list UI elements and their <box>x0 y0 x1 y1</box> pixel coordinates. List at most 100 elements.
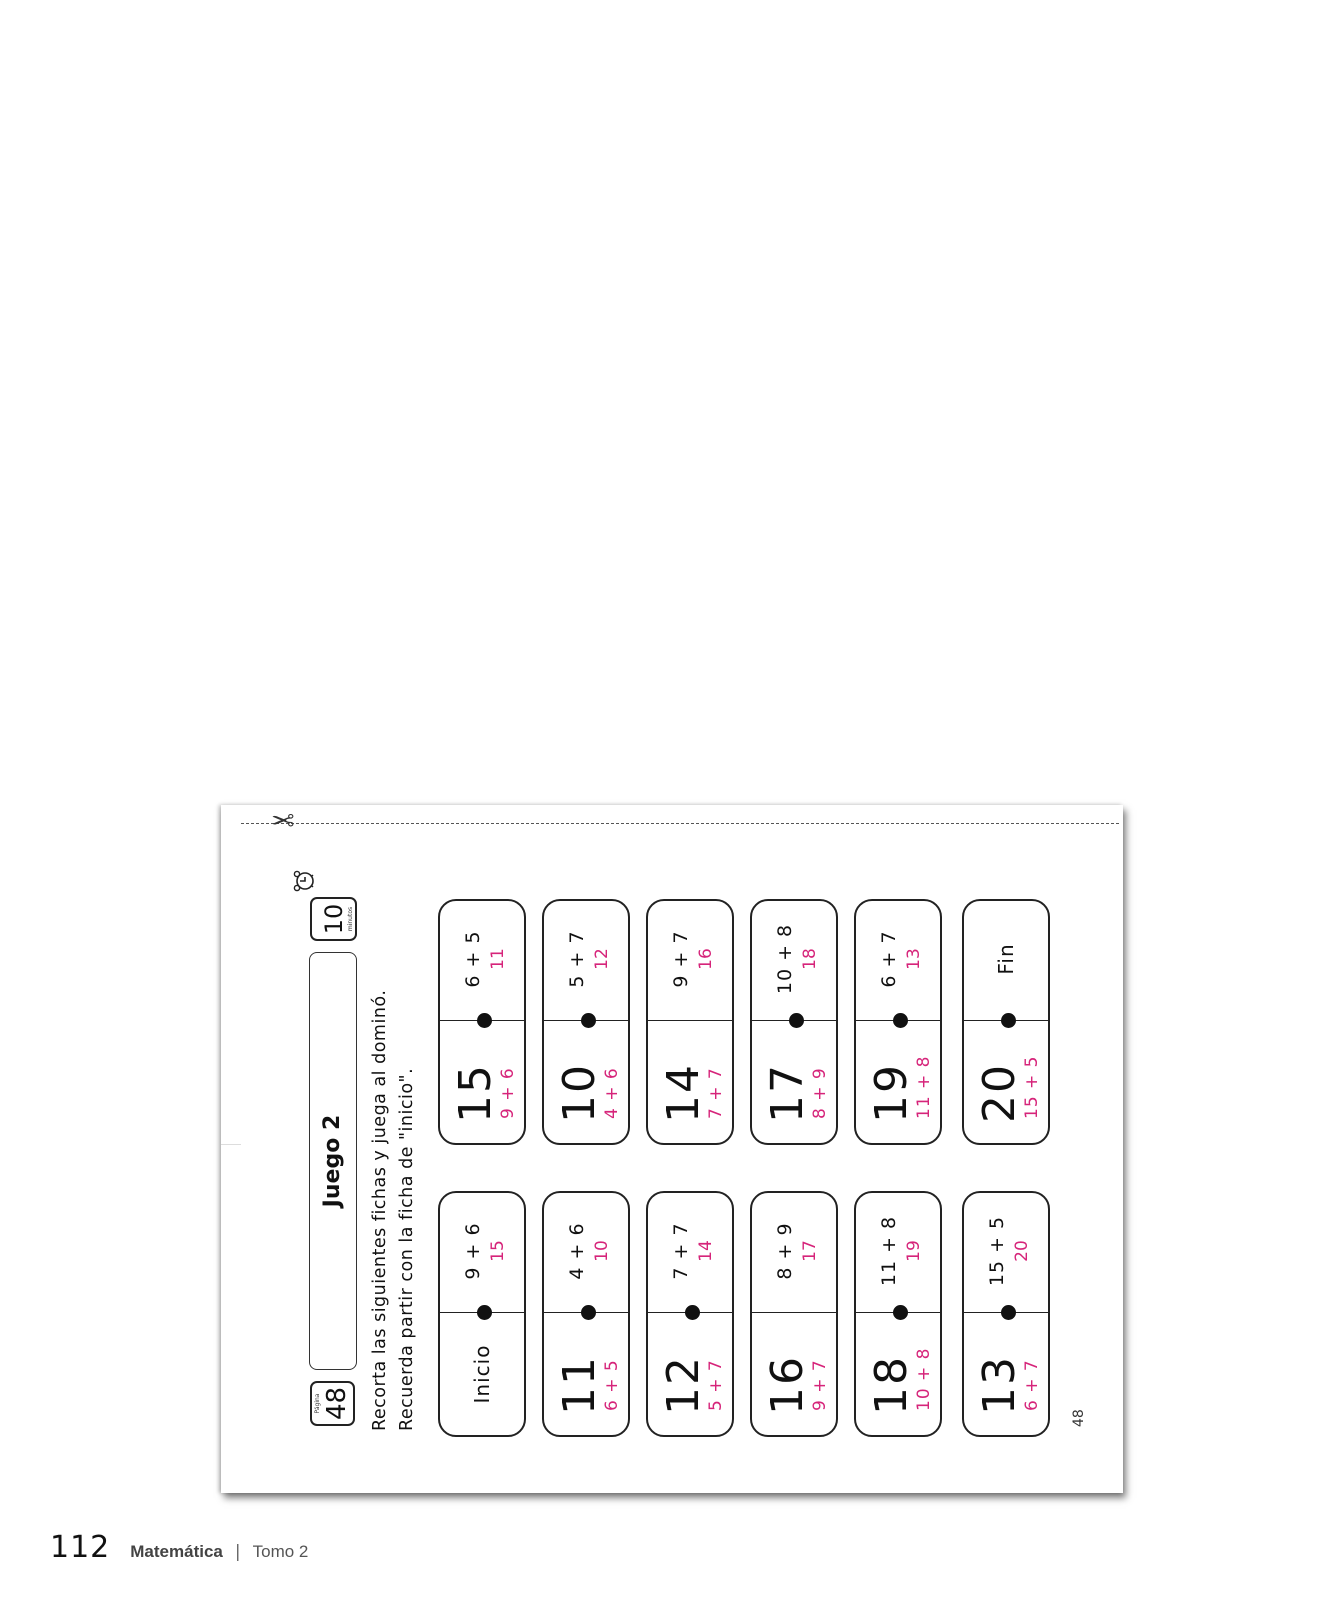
tile-number-sum: 11 + 8 <box>914 1055 934 1120</box>
tile-dot <box>1001 1305 1016 1320</box>
tile-dot <box>581 1013 596 1028</box>
tile-number-sum: 6 + 5 <box>602 1359 622 1411</box>
time-badge: 10 minutos <box>310 897 357 941</box>
tile-divider <box>752 1312 836 1313</box>
tile-number-sum: 9 + 6 <box>498 1067 518 1119</box>
tile-expression: 7 + 7 <box>670 1222 692 1280</box>
worksheet: ✂ Página 48 Juego 2 10 minutos Recorta l… <box>221 803 1123 1493</box>
tile-left-half: Inicio <box>440 1313 524 1435</box>
tile-expression-answer: 20 <box>1012 1240 1032 1262</box>
tile-number: 11 <box>554 1355 605 1415</box>
tile-number-sum: 8 + 9 <box>810 1067 830 1119</box>
tile-number: 16 <box>762 1355 813 1415</box>
tile-dot <box>477 1013 492 1028</box>
time-badge-label: minutos <box>347 906 354 932</box>
page-badge-number: 48 <box>322 1386 352 1421</box>
tile-number: 12 <box>658 1355 709 1415</box>
tile-dot <box>685 1305 700 1320</box>
tile-expression-answer: 16 <box>696 948 716 970</box>
tile-expression-answer: 12 <box>592 948 612 970</box>
tile-expression: 5 + 7 <box>566 930 588 988</box>
tile-expression: 9 + 6 <box>462 1222 484 1280</box>
margin-mark <box>221 1144 241 1145</box>
tile-number: 15 <box>450 1063 501 1123</box>
tile-expression: 6 + 7 <box>878 930 900 988</box>
cut-line <box>241 823 1119 824</box>
tile-word: Fin <box>994 943 1018 975</box>
tile-number-sum: 15 + 5 <box>1022 1055 1042 1120</box>
tile-expression-answer: 11 <box>488 948 508 970</box>
tile-number: 10 <box>554 1063 605 1123</box>
alarm-clock-icon <box>293 870 314 892</box>
tile-expression: 4 + 6 <box>566 1222 588 1280</box>
tile-dot <box>893 1305 908 1320</box>
tile-dot <box>789 1013 804 1028</box>
rotated-content: Página 48 Juego 2 10 minutos Recorta las… <box>221 805 1123 1493</box>
tile-expression: 8 + 9 <box>774 1222 796 1280</box>
tile-expression: 6 + 5 <box>462 930 484 988</box>
tile-expression-answer: 13 <box>904 948 924 970</box>
tile-dot <box>893 1013 908 1028</box>
instruction-line-2: Recuerda partir con la ficha de "inicio"… <box>397 1067 417 1431</box>
tile-right-half: Fin <box>964 898 1048 1020</box>
footer-subject: Matemática <box>130 1542 223 1561</box>
page-badge-label: Página <box>314 1393 321 1414</box>
tile-number: 13 <box>974 1355 1025 1415</box>
tile-dot <box>581 1305 596 1320</box>
tile-expression-answer: 15 <box>488 1240 508 1262</box>
tile-number-sum: 5 + 7 <box>706 1359 726 1411</box>
tile-expression-answer: 10 <box>592 1240 612 1262</box>
tile-number: 18 <box>866 1355 917 1415</box>
tile-expression-answer: 18 <box>800 948 820 970</box>
game-title: Juego 2 <box>309 952 357 1370</box>
tile-expression: 11 + 8 <box>878 1215 900 1287</box>
instruction-line-1: Recorta las siguientes fichas y juega al… <box>370 989 390 1431</box>
tile-number-sum: 7 + 7 <box>706 1067 726 1119</box>
tile-expression: 9 + 7 <box>670 930 692 988</box>
tile-number-sum: 4 + 6 <box>602 1067 622 1119</box>
tile-number-sum: 10 + 8 <box>914 1347 934 1412</box>
tile-dot <box>477 1305 492 1320</box>
tile-expression-answer: 17 <box>800 1240 820 1262</box>
instructions: Recorta las siguientes fichas y juega al… <box>367 961 421 1431</box>
tile-expression: 10 + 8 <box>774 923 796 995</box>
tile-number: 14 <box>658 1063 709 1123</box>
footer-volume: Tomo 2 <box>252 1542 309 1561</box>
tile-expression-answer: 19 <box>904 1240 924 1262</box>
footer-separator: | <box>234 1542 241 1562</box>
page-badge: Página 48 <box>310 1381 355 1426</box>
tile-number: 19 <box>866 1063 917 1123</box>
footer-page-number: 112 <box>50 1530 111 1565</box>
